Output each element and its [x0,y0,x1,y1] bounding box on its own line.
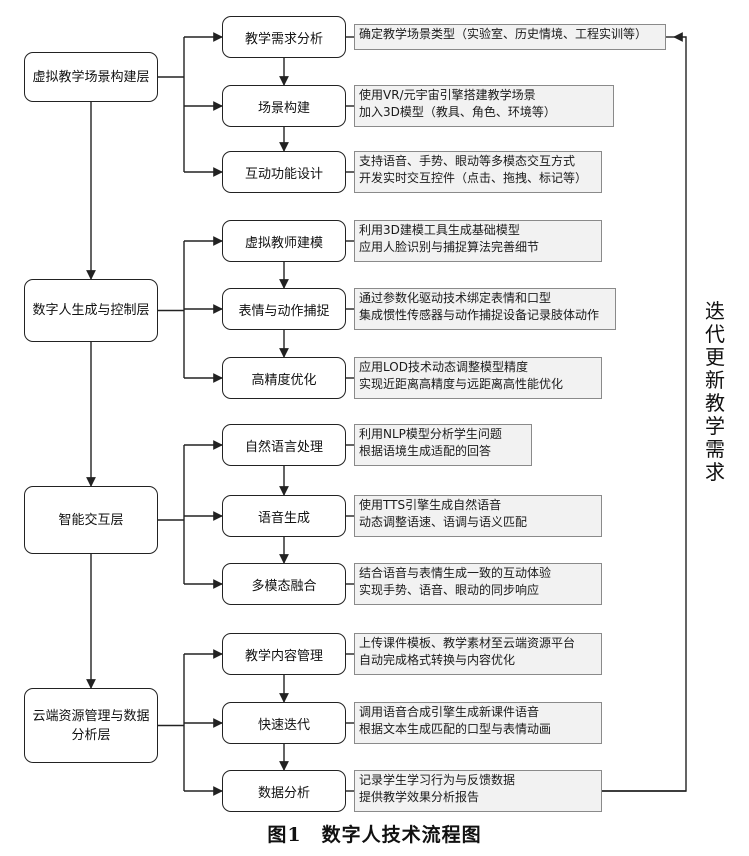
layer-box: 云端资源管理与数据 分析层 [24,688,158,763]
feedback-label-char: 学 [705,414,725,438]
feedback-label-char: 求 [705,460,725,484]
detail-line: 支持语音、手势、眼动等多模态交互方式 [359,154,576,168]
step-box: 表情与动作捕捉 [222,288,346,330]
detail-box: 支持语音、手势、眼动等多模态交互方式开发实时交互控件（点击、拖拽、标记等） [354,151,602,193]
detail-line: 使用VR/元宇宙引擎搭建教学场景 [359,88,536,102]
detail-line: 自动完成格式转换与内容优化 [359,653,516,667]
detail-box: 使用TTS引擎生成自然语音动态调整语速、语调与语义匹配 [354,495,602,537]
detail-line: 提供教学效果分析报告 [359,790,480,804]
step-box: 互动功能设计 [222,151,346,193]
detail-line: 通过参数化驱动技术绑定表情和口型 [359,291,552,305]
step-box: 数据分析 [222,770,346,812]
detail-box: 利用3D建模工具生成基础模型应用人脸识别与捕捉算法完善细节 [354,220,602,262]
step-box: 自然语言处理 [222,424,346,466]
detail-line: 利用NLP模型分析学生问题 [359,427,502,441]
detail-line: 确定教学场景类型（实验室、历史情境、工程实训等） [359,27,648,41]
step-box: 场景构建 [222,85,346,127]
detail-box: 结合语音与表情生成一致的互动体验实现手势、语音、眼动的同步响应 [354,563,602,605]
step-box: 快速迭代 [222,702,346,744]
step-box: 高精度优化 [222,357,346,399]
detail-box: 记录学生学习行为与反馈数据提供教学效果分析报告 [354,770,602,812]
detail-line: 利用3D建模工具生成基础模型 [359,223,520,237]
detail-box: 通过参数化驱动技术绑定表情和口型集成惯性传感器与动作捕捉设备记录肢体动作 [354,288,616,330]
detail-box: 上传课件模板、教学素材至云端资源平台自动完成格式转换与内容优化 [354,633,602,675]
feedback-label-char: 教 [705,391,725,415]
figure-caption: 图1 数字人技术流程图 [267,824,482,846]
feedback-label-char: 需 [705,437,725,461]
detail-line: 动态调整语速、语调与语义匹配 [359,515,528,529]
layer-box: 虚拟教学场景构建层 [24,52,158,102]
feedback-label-char: 代 [705,322,725,346]
feedback-label-char: 更 [705,345,725,369]
layer-box: 智能交互层 [24,486,158,554]
feedback-label-char: 迭 [705,299,725,323]
step-box: 多模态融合 [222,563,346,605]
detail-line: 集成惯性传感器与动作捕捉设备记录肢体动作 [359,308,600,322]
feedback-loop-arrow [594,32,687,792]
detail-box: 调用语音合成引擎生成新课件语音根据文本生成匹配的口型与表情动画 [354,702,602,744]
step-box: 教学内容管理 [222,633,346,675]
detail-line: 应用LOD技术动态调整模型精度 [359,360,528,374]
detail-line: 结合语音与表情生成一致的互动体验 [359,566,552,580]
detail-box: 确定教学场景类型（实验室、历史情境、工程实训等） [354,24,666,50]
detail-box: 利用NLP模型分析学生问题根据语境生成适配的回答 [354,424,532,466]
feedback-label: 迭代更新教学需求 [700,300,730,484]
feedback-label-char: 新 [705,368,725,392]
step-box: 教学需求分析 [222,16,346,58]
step-box: 语音生成 [222,495,346,537]
detail-line: 记录学生学习行为与反馈数据 [359,773,516,787]
detail-line: 根据文本生成匹配的口型与表情动画 [359,722,552,736]
detail-line: 根据语境生成适配的回答 [359,444,492,458]
detail-box: 使用VR/元宇宙引擎搭建教学场景加入3D模型（教具、角色、环境等） [354,85,614,127]
detail-line: 开发实时交互控件（点击、拖拽、标记等） [359,171,588,185]
detail-line: 使用TTS引擎生成自然语音 [359,498,502,512]
detail-line: 加入3D模型（教具、角色、环境等） [359,105,556,119]
detail-line: 实现近距离高精度与远距离高性能优化 [359,377,564,391]
step-box: 虚拟教师建模 [222,220,346,262]
detail-line: 上传课件模板、教学素材至云端资源平台 [359,636,576,650]
detail-line: 实现手势、语音、眼动的同步响应 [359,583,540,597]
layer-box: 数字人生成与控制层 [24,279,158,342]
detail-line: 调用语音合成引擎生成新课件语音 [359,705,540,719]
detail-line: 应用人脸识别与捕捉算法完善细节 [359,240,540,254]
detail-box: 应用LOD技术动态调整模型精度实现近距离高精度与远距离高性能优化 [354,357,602,399]
